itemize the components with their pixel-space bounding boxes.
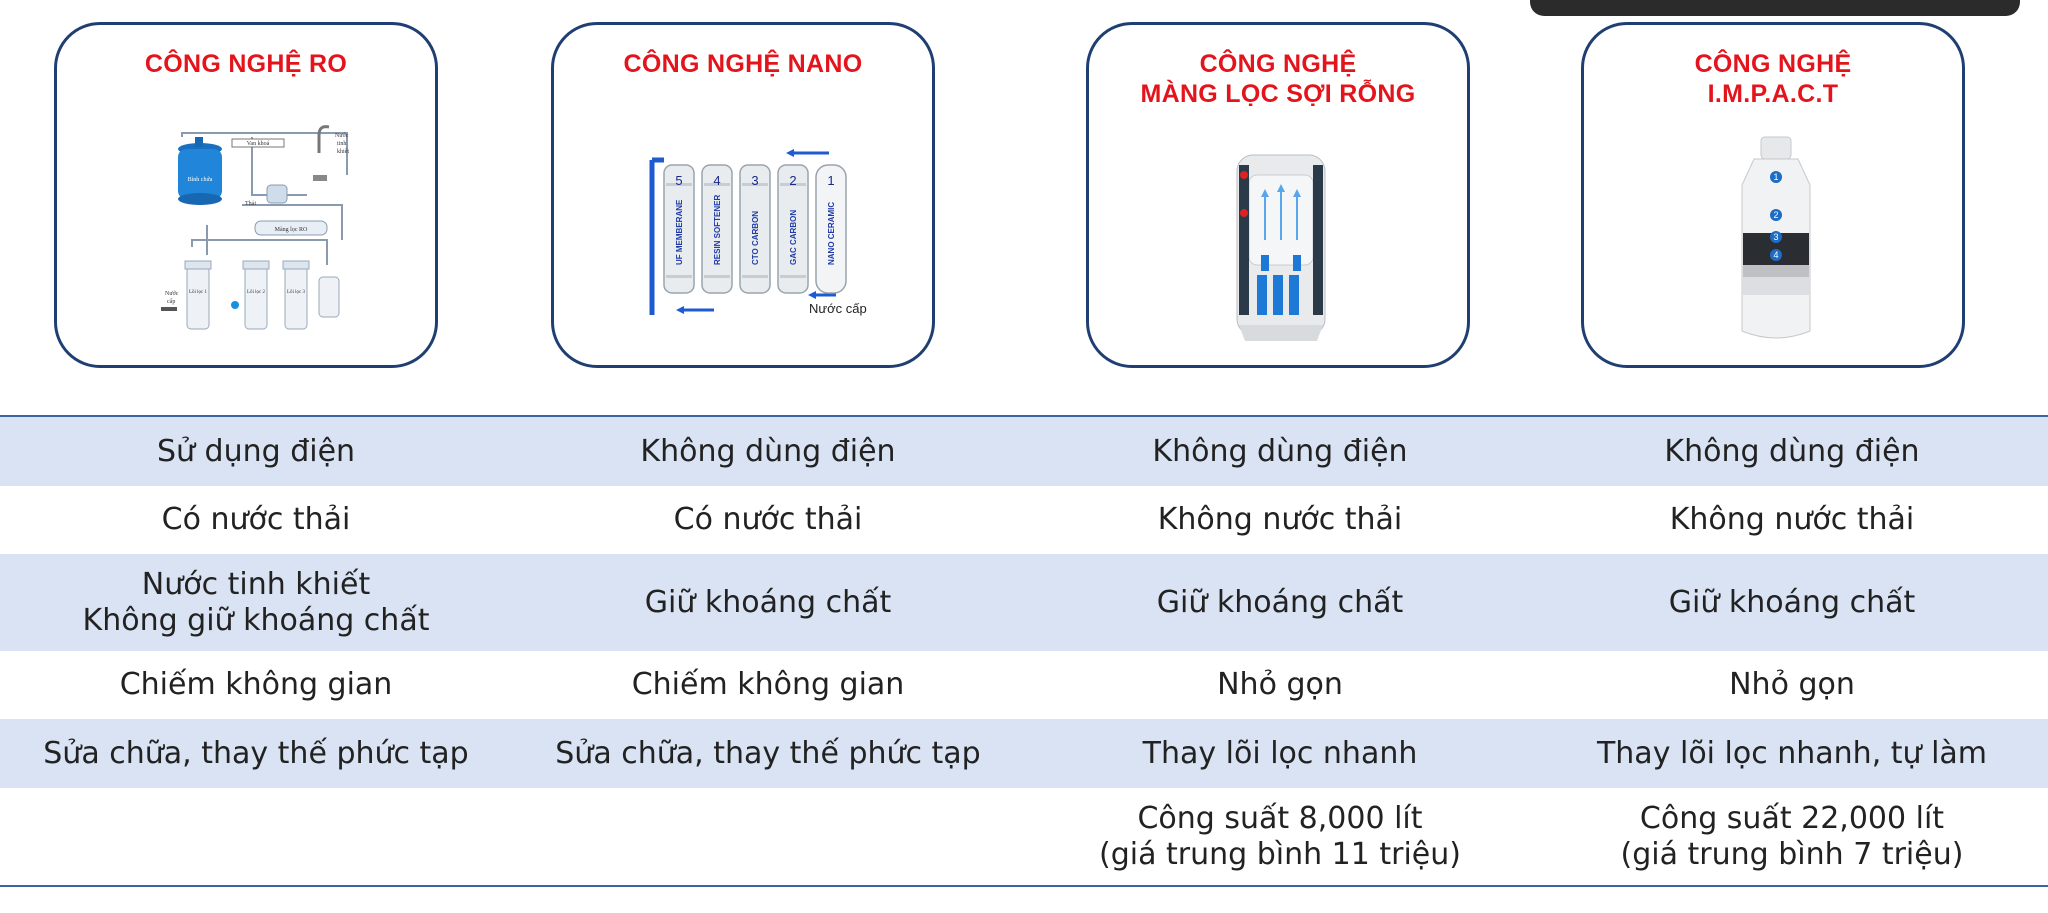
table-cell: Sử dụng điện xyxy=(156,433,356,469)
svg-text:1: 1 xyxy=(827,173,834,188)
svg-text:1: 1 xyxy=(1773,172,1778,182)
table-cell: Không dùng điện xyxy=(1664,433,1920,469)
table-cell: Sửa chữa, thay thế phức tạp xyxy=(43,735,469,771)
table-cell: Nhỏ gọn xyxy=(1729,667,1855,702)
svg-text:NANO CERAMIC: NANO CERAMIC xyxy=(827,202,836,265)
svg-text:4: 4 xyxy=(713,173,720,188)
table-row: Sửa chữa, thay thế phức tạp Sửa chữa, th… xyxy=(0,719,2048,788)
svg-text:cấp: cấp xyxy=(167,298,175,305)
table-cell xyxy=(0,788,512,885)
table-cell: Thay lõi lọc nhanh, tự làm xyxy=(1596,735,1988,771)
svg-text:Lõi lọc 2: Lõi lọc 2 xyxy=(247,290,266,295)
svg-text:Nước cấp: Nước cấp xyxy=(809,301,867,316)
hollow-fiber-cartridge-image xyxy=(1236,154,1326,341)
window-bar-fragment xyxy=(1530,0,2020,16)
table-cell: Không nước thải xyxy=(1669,502,1915,537)
svg-text:Màng lọc RO: Màng lọc RO xyxy=(275,227,308,233)
svg-text:Thải: Thải xyxy=(245,201,256,207)
table-cell: Giữ khoáng chất xyxy=(1668,584,1916,620)
card-title: CÔNG NGHỆ MÀNG LỌC SỢI RỖNG xyxy=(1140,50,1416,108)
table-cell: Giữ khoáng chất xyxy=(1156,584,1404,620)
table-cell: Giữ khoáng chất xyxy=(644,584,892,620)
svg-text:GAC CARBON: GAC CARBON xyxy=(789,210,798,265)
svg-text:tinh: tinh xyxy=(337,141,346,147)
svg-text:Van khoá: Van khoá xyxy=(247,141,270,147)
card-title: CÔNG NGHỆ NANO xyxy=(623,50,863,78)
svg-text:Nước: Nước xyxy=(165,291,179,297)
table-row: Nước tinh khiết Không giữ khoáng chất Gi… xyxy=(0,554,2048,651)
svg-text:CTO CARBON: CTO CARBON xyxy=(751,211,760,265)
svg-text:khiết: khiết xyxy=(337,148,349,155)
tank-label: Bình chứa xyxy=(188,177,213,183)
svg-text:2: 2 xyxy=(789,173,796,188)
table-cell: Công suất 8,000 lít (giá trung bình 11 t… xyxy=(1099,800,1461,872)
card-impact: CÔNG NGHỆ I.M.P.A.C.T 1 2 3 4 xyxy=(1581,22,1965,368)
card-nano: CÔNG NGHỆ NANO 5 4 3 2 1 xyxy=(551,22,935,368)
table-row: Có nước thải Có nước thải Không nước thả… xyxy=(0,486,2048,554)
table-cell: Chiếm không gian xyxy=(119,667,393,702)
svg-text:4: 4 xyxy=(1773,250,1778,260)
table-cell: Không dùng điện xyxy=(640,433,896,469)
table-cell xyxy=(512,788,1024,885)
table-cell: Không dùng điện xyxy=(1152,433,1408,469)
table-row: Sử dụng điện Không dùng điện Không dùng … xyxy=(0,417,2048,486)
svg-text:Lõi lọc 1: Lõi lọc 1 xyxy=(189,290,208,295)
svg-text:Lõi lọc 3: Lõi lọc 3 xyxy=(287,290,306,295)
table-cell: Nước tinh khiết Không giữ khoáng chất xyxy=(82,566,430,638)
svg-text:3: 3 xyxy=(1773,232,1778,242)
table-cell: Thay lõi lọc nhanh xyxy=(1142,735,1418,771)
table-cell: Không nước thải xyxy=(1157,502,1403,537)
svg-text:3: 3 xyxy=(751,173,758,188)
table-row: Chiếm không gian Chiếm không gian Nhỏ gọ… xyxy=(0,651,2048,719)
ro-system-diagram: Bình chứa Nước tinh khiết Van khoá Thải … xyxy=(161,125,349,330)
card-title: CÔNG NGHỆ I.M.P.A.C.T xyxy=(1694,50,1852,108)
nano-filter-diagram: 5 4 3 2 1 UF MEMBERANE RESIN SOFTENER CT… xyxy=(649,149,867,316)
svg-text:2: 2 xyxy=(1773,210,1778,220)
table-cell: Nhỏ gọn xyxy=(1217,667,1343,702)
impact-cartridge-image: 1 2 3 4 xyxy=(1741,136,1811,339)
card-ro: CÔNG NGHỆ RO Bình chứa Nước tinh khiết V… xyxy=(54,22,438,368)
svg-text:5: 5 xyxy=(675,173,682,188)
svg-text:Nước: Nước xyxy=(335,133,349,139)
table-cell: Sửa chữa, thay thế phức tạp xyxy=(555,735,981,771)
table-cell: Có nước thải xyxy=(673,502,863,537)
svg-text:UF MEMBERANE: UF MEMBERANE xyxy=(675,199,684,265)
card-hollow-fiber: CÔNG NGHỆ MÀNG LỌC SỢI RỖNG xyxy=(1086,22,1470,368)
table-row: Công suất 8,000 lít (giá trung bình 11 t… xyxy=(0,788,2048,885)
svg-text:RESIN SOFTENER: RESIN SOFTENER xyxy=(713,195,722,265)
comparison-table: Sử dụng điện Không dùng điện Không dùng … xyxy=(0,415,2048,887)
table-cell: Công suất 22,000 lít (giá trung bình 7 t… xyxy=(1620,800,1964,872)
table-cell: Chiếm không gian xyxy=(631,667,905,702)
card-title: CÔNG NGHỆ RO xyxy=(144,50,348,78)
table-cell: Có nước thải xyxy=(161,502,351,537)
